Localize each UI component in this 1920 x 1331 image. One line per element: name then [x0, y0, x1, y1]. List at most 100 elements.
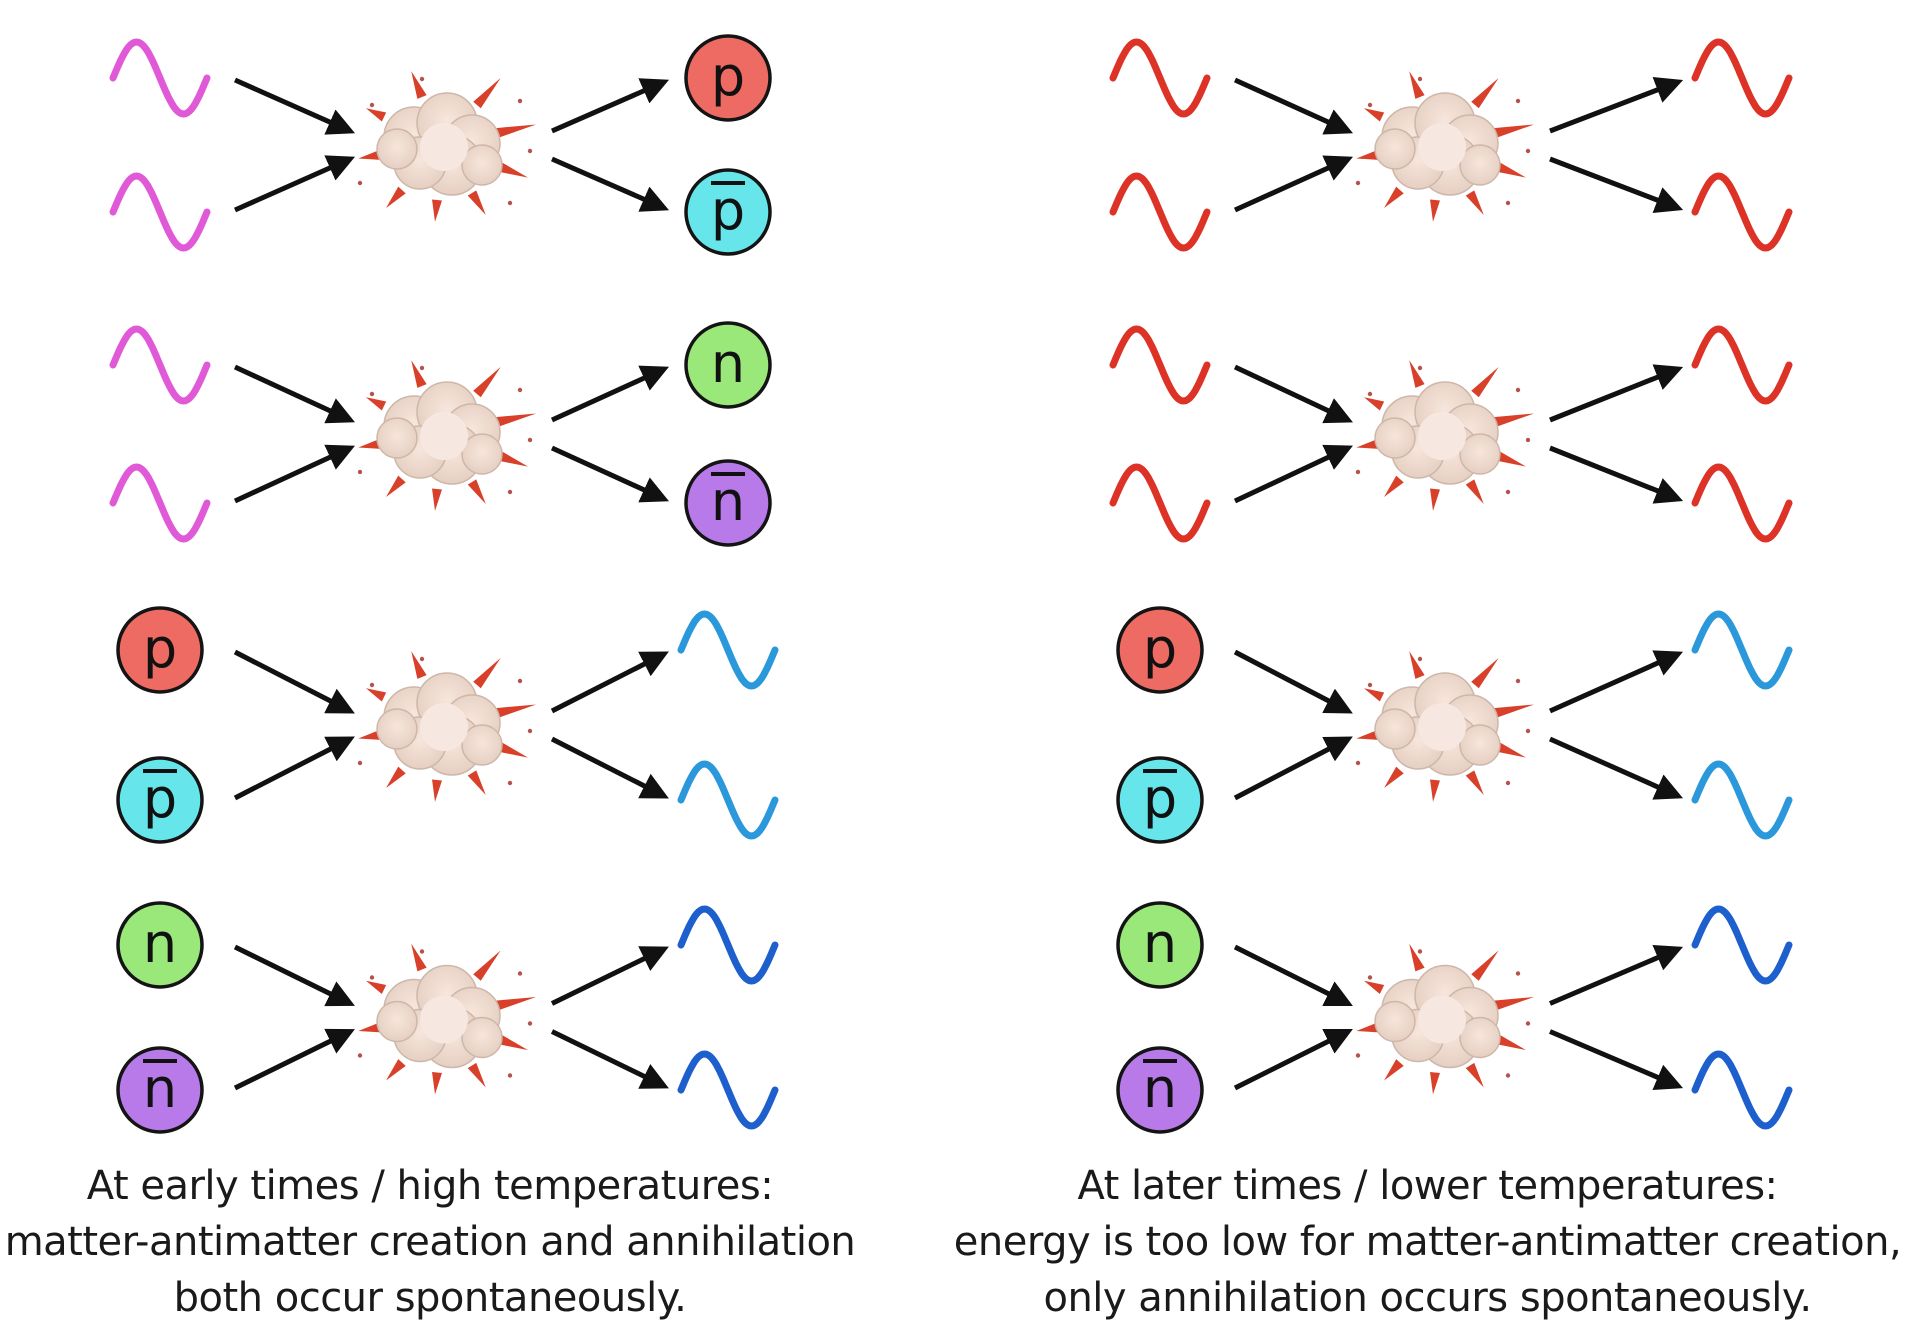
reaction-3: pp: [116, 606, 779, 844]
antiproton-symbol: p: [1143, 767, 1177, 830]
right-caption-line-2: energy is too low for matter-antimatter …: [953, 1219, 1902, 1265]
reaction-4: nn: [1116, 901, 1793, 1134]
right-caption-line-1: At later times / lower temperatures:: [1077, 1163, 1778, 1209]
arrow: [233, 944, 355, 1007]
reaction-2: [1109, 325, 1793, 543]
photon-low-wave: [1109, 172, 1211, 252]
neutron-symbol: n: [1143, 912, 1177, 975]
photon-high-wave: [109, 172, 211, 252]
photon-high-wave: [109, 325, 211, 405]
arrow: [1233, 649, 1353, 714]
arrow: [1549, 77, 1684, 134]
arrow: [1233, 155, 1354, 213]
arrow: [550, 445, 670, 503]
arrow: [1549, 1029, 1684, 1091]
proton-symbol: p: [711, 45, 745, 108]
proton-particle: p: [116, 606, 204, 694]
reaction-4: nn: [116, 901, 779, 1134]
left-caption: At early times / high temperatures: matt…: [0, 1158, 860, 1326]
photon-high-wave: [109, 38, 211, 118]
arrow: [1233, 364, 1353, 424]
photon-low-wave: [1109, 38, 1211, 118]
collision-burst-icon: [1355, 943, 1535, 1095]
arrow: [1233, 944, 1353, 1006]
arrow: [1549, 445, 1684, 504]
antiproton-particle: p: [116, 756, 204, 844]
right-caption: At later times / lower temperatures: ene…: [940, 1158, 1915, 1326]
photon-low-wave: [1691, 463, 1793, 543]
collision-burst-icon: [357, 943, 537, 1095]
arrow: [550, 651, 669, 714]
left-caption-line-2: matter-antimatter creation and annihilat…: [4, 1219, 856, 1265]
antiproton-particle: p: [1116, 756, 1204, 844]
arrow: [1549, 156, 1684, 213]
arrow: [233, 155, 356, 213]
right-caption-line-3: only annihilation occurs spontaneously.: [1043, 1275, 1812, 1321]
neutron-symbol: n: [711, 332, 745, 395]
neutron-symbol: n: [143, 912, 177, 975]
arrow: [1233, 444, 1353, 504]
arrow: [550, 736, 669, 799]
antiproton-symbol: p: [143, 767, 177, 830]
arrow: [550, 365, 670, 423]
left-caption-line-1: At early times / high temperatures:: [86, 1163, 774, 1209]
arrow: [1548, 650, 1684, 714]
antineutron-symbol: n: [1143, 1057, 1177, 1120]
arrow: [233, 77, 356, 135]
arrow: [550, 946, 669, 1006]
arrow: [550, 1029, 669, 1089]
collision-burst-icon: [357, 71, 537, 222]
photon-gamma-light-wave: [677, 760, 779, 840]
photon-low-wave: [1109, 325, 1211, 405]
collision-burst-icon: [1355, 71, 1535, 222]
reaction-1: pp: [109, 34, 772, 256]
photon-low-wave: [1691, 325, 1793, 405]
proton-symbol: p: [143, 617, 177, 680]
photon-low-wave: [1691, 38, 1793, 118]
antineutron-particle: n: [684, 459, 772, 547]
antineutron-symbol: n: [711, 470, 745, 533]
left-caption-line-3: both occur spontaneously.: [173, 1275, 687, 1321]
antineutron-particle: n: [1116, 1046, 1204, 1134]
collision-burst-icon: [357, 360, 537, 511]
reaction-1: [1109, 38, 1793, 252]
antiproton-particle: p: [684, 168, 772, 256]
arrow: [1233, 77, 1354, 135]
proton-symbol: p: [1143, 617, 1177, 680]
arrow: [1233, 1029, 1353, 1091]
proton-particle: p: [1116, 606, 1204, 694]
photon-gamma-dark-wave: [677, 905, 779, 985]
arrow: [233, 1028, 355, 1091]
collision-burst-icon: [357, 651, 537, 802]
collision-burst-icon: [1355, 360, 1535, 511]
neutron-particle: n: [1116, 901, 1204, 989]
arrow: [233, 444, 355, 504]
arrow: [1548, 736, 1684, 800]
arrow: [1549, 944, 1684, 1006]
photon-low-wave: [1109, 463, 1211, 543]
arrow: [233, 736, 355, 801]
arrow: [550, 156, 670, 212]
reaction-2: nn: [109, 321, 772, 547]
reaction-3: pp: [1116, 606, 1793, 844]
photon-gamma-dark-wave: [677, 1050, 779, 1130]
arrow: [550, 78, 670, 134]
photon-low-wave: [1691, 172, 1793, 252]
antiproton-symbol: p: [711, 179, 745, 242]
arrow: [233, 364, 355, 424]
arrow: [1233, 736, 1353, 801]
proton-particle: p: [684, 34, 772, 122]
arrow: [1549, 364, 1684, 423]
photon-high-wave: [109, 463, 211, 543]
photon-gamma-light-wave: [1691, 760, 1793, 840]
arrow: [233, 649, 355, 714]
antineutron-symbol: n: [143, 1057, 177, 1120]
photon-gamma-dark-wave: [1691, 1050, 1793, 1130]
neutron-particle: n: [684, 321, 772, 409]
neutron-particle: n: [116, 901, 204, 989]
photon-gamma-dark-wave: [1691, 905, 1793, 985]
photon-gamma-light-wave: [677, 610, 779, 690]
